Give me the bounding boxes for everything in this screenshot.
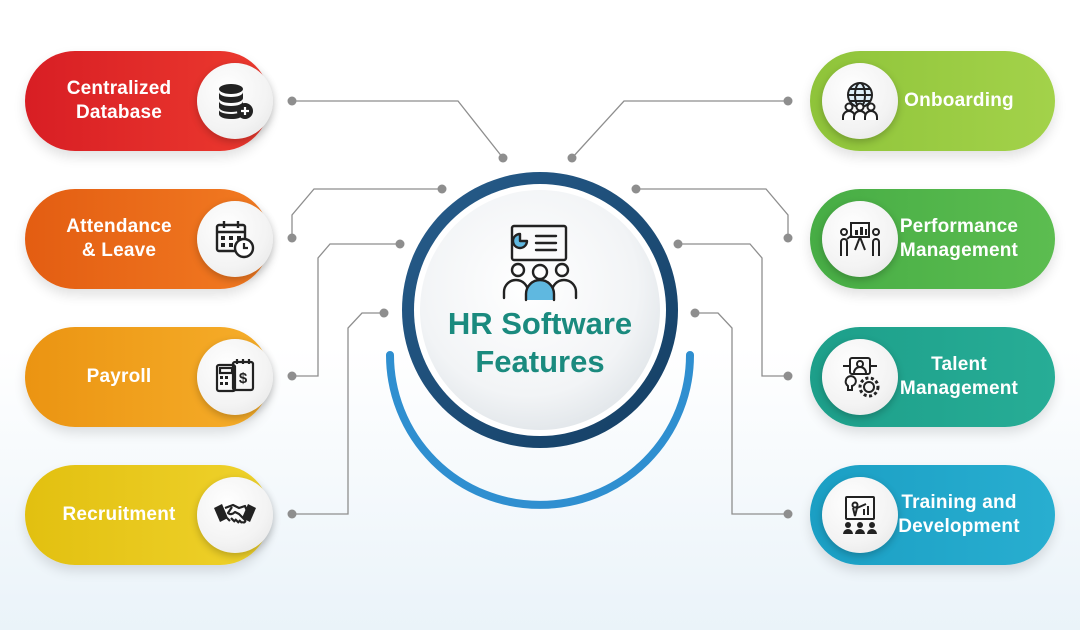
connector-dot <box>783 371 793 381</box>
connector-payroll <box>292 243 400 377</box>
feature-icon-circle <box>822 201 898 277</box>
globe-team-icon <box>842 82 878 120</box>
connector-dot <box>498 153 508 163</box>
center-title: HR Software Features <box>420 305 660 381</box>
feature-icon-circle <box>197 201 273 277</box>
svg-text:$: $ <box>239 370 248 387</box>
feature-icon-circle <box>197 477 273 553</box>
payroll-calculator-icon: $ <box>215 359 255 393</box>
connector-dot <box>379 308 389 318</box>
feature-label: Onboarding <box>875 51 1043 151</box>
feature-recruitment: Recruitment <box>25 465 273 565</box>
center-arc <box>386 351 694 509</box>
connector-talent <box>678 243 788 377</box>
feature-label-line1: Talent <box>931 354 987 375</box>
center-title-line2: Features <box>475 344 605 379</box>
feature-label-line1: Onboarding <box>904 90 1014 111</box>
feature-label-line2: Management <box>899 378 1019 399</box>
connector-dot <box>287 509 297 519</box>
feature-label-line2: Database <box>75 102 163 123</box>
feature-icon-circle: $ <box>197 339 273 415</box>
connector-dot <box>287 233 297 243</box>
feature-label-line2: & Leave <box>81 240 157 261</box>
connector-dot <box>567 153 577 163</box>
connector-dot <box>395 239 405 249</box>
talent-gear-icon <box>843 357 880 398</box>
feature-label-line1: Recruitment <box>62 504 176 525</box>
center-title-line1: HR Software <box>447 306 633 341</box>
connector-dot <box>673 239 683 249</box>
connector-onboarding <box>571 100 788 159</box>
connector-dot <box>690 308 700 318</box>
feature-icon-circle <box>822 477 898 553</box>
feature-onboarding: Onboarding <box>810 51 1055 151</box>
feature-payroll: Payroll $ <box>25 327 273 427</box>
presentation-team-icon <box>502 224 578 302</box>
feature-attendance-leave: Attendance & Leave <box>25 189 273 289</box>
training-board-icon <box>843 496 877 534</box>
presentation-review-icon <box>840 222 880 256</box>
feature-label-line2: Management <box>899 240 1019 261</box>
feature-label-line1: Performance <box>899 216 1019 237</box>
connector-attendance-leave <box>291 188 442 238</box>
feature-label-line1: Payroll <box>86 366 152 387</box>
connector-centralized-database <box>292 100 504 159</box>
connector-recruitment <box>292 312 384 515</box>
connector-training <box>695 312 788 515</box>
connector-dot <box>783 509 793 519</box>
feature-label-line2: Development <box>898 516 1020 537</box>
connector-dot <box>287 371 297 381</box>
feature-label-line1: Attendance <box>66 216 172 237</box>
database-add-icon <box>219 84 253 119</box>
connector-dot <box>631 184 641 194</box>
feature-label: Recruitment <box>35 465 203 565</box>
feature-icon-circle <box>822 63 898 139</box>
feature-icon-circle <box>197 63 273 139</box>
feature-label-line1: Centralized <box>66 78 172 99</box>
connector-dot <box>437 184 447 194</box>
connector-dot <box>783 233 793 243</box>
connector-dot <box>287 96 297 106</box>
handshake-icon <box>214 503 256 524</box>
connector-performance <box>636 188 789 238</box>
center-face <box>420 190 660 430</box>
feature-label: Payroll <box>35 327 203 427</box>
connector-dot <box>783 96 793 106</box>
feature-icon-circle <box>822 339 898 415</box>
feature-label-line1: Training and <box>901 492 1017 513</box>
feature-label: Attendance & Leave <box>35 189 203 289</box>
calendar-clock-icon <box>215 221 255 259</box>
